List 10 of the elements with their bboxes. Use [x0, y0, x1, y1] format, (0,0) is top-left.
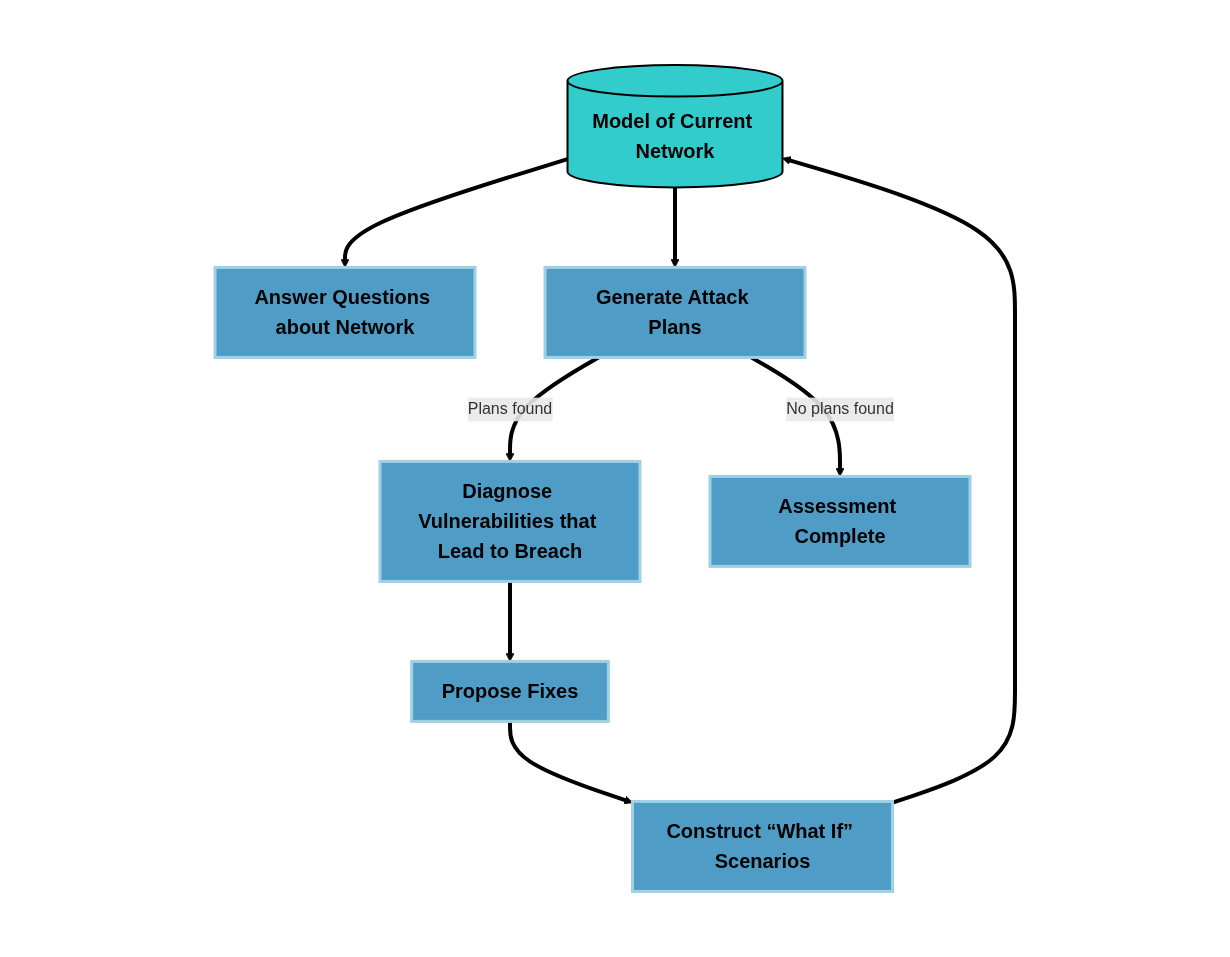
node-box: Propose Fixes — [410, 660, 610, 724]
node-box: Construct “What If” Scenarios — [631, 800, 894, 894]
node-box: Assessment Complete — [708, 475, 972, 569]
edge-label: No plans found — [786, 400, 894, 418]
arrow — [508, 721, 633, 805]
edge-label: Plans found — [467, 400, 553, 418]
node-box: Generate Attack Plans — [543, 266, 807, 360]
node-box: Diagnose Vulnerabilities that Lead to Breach — [378, 460, 642, 584]
node-box: Answer Questions about Network — [213, 266, 477, 360]
arrow — [782, 156, 1017, 805]
